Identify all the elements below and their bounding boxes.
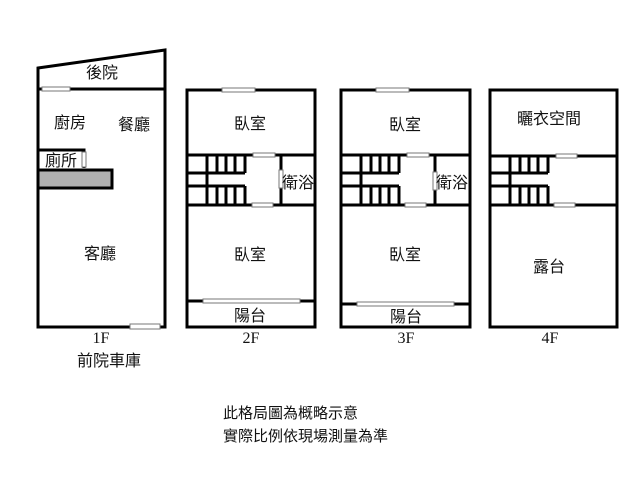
- floor-label-2f: 2F: [243, 330, 260, 347]
- floor-label-3f: 3F: [398, 330, 415, 347]
- front-door: [129, 323, 161, 330]
- stair-block: [36, 168, 114, 190]
- room-bedroom-front: 臥室: [389, 246, 421, 264]
- window: [375, 87, 410, 93]
- balcony-window: [356, 301, 455, 307]
- floor-4f: 曬衣空間 露台 4F: [488, 88, 619, 347]
- staircase: [187, 155, 247, 205]
- room-laundry: 曬衣空間: [517, 110, 581, 128]
- room-dining: 餐廳: [118, 115, 150, 134]
- window: [41, 86, 71, 92]
- floor-label-1f: 1F: [93, 330, 110, 347]
- room-balcony: 陽台: [234, 307, 266, 325]
- door: [404, 202, 427, 208]
- room-kitchen: 廚房: [54, 113, 86, 132]
- room-balcony: 陽台: [390, 308, 422, 326]
- door: [81, 151, 87, 168]
- door: [553, 202, 576, 208]
- floor-1f-outline: [36, 48, 167, 329]
- door: [406, 152, 430, 158]
- window: [221, 87, 256, 93]
- note-line-1: 此格局圖為概略示意: [223, 404, 358, 422]
- floor-1f: 後院 廚房 餐廳 廁所 客廳 1F 前院車庫: [36, 48, 167, 370]
- room-bedroom-back: 臥室: [234, 115, 266, 133]
- note-line-2: 實際比例依現場測量為準: [223, 427, 388, 445]
- floor-sublabel-1f: 前院車庫: [77, 352, 141, 370]
- room-bedroom-back: 臥室: [389, 116, 421, 134]
- room-terrace: 露台: [533, 258, 565, 276]
- staircase: [490, 155, 550, 205]
- balcony-window: [202, 298, 301, 304]
- floor-label-4f: 4F: [542, 330, 559, 347]
- room-toilet: 廁所: [45, 151, 77, 170]
- floor-4f-outline: [488, 88, 619, 329]
- room-bedroom-front: 臥室: [234, 246, 266, 264]
- room-backyard: 後院: [86, 64, 118, 82]
- door: [251, 202, 274, 208]
- floor-2f: 臥室 衛浴 臥室 陽台 2F: [185, 87, 317, 347]
- door: [252, 152, 276, 158]
- staircase: [341, 155, 401, 205]
- door: [432, 171, 438, 191]
- door: [278, 169, 284, 189]
- room-bath: 衛浴: [282, 174, 314, 192]
- floor-3f: 臥室 衛浴 臥室 陽台 3F: [339, 87, 472, 347]
- room-living: 客廳: [84, 244, 116, 263]
- room-bath: 衛浴: [436, 174, 468, 192]
- door: [555, 153, 578, 159]
